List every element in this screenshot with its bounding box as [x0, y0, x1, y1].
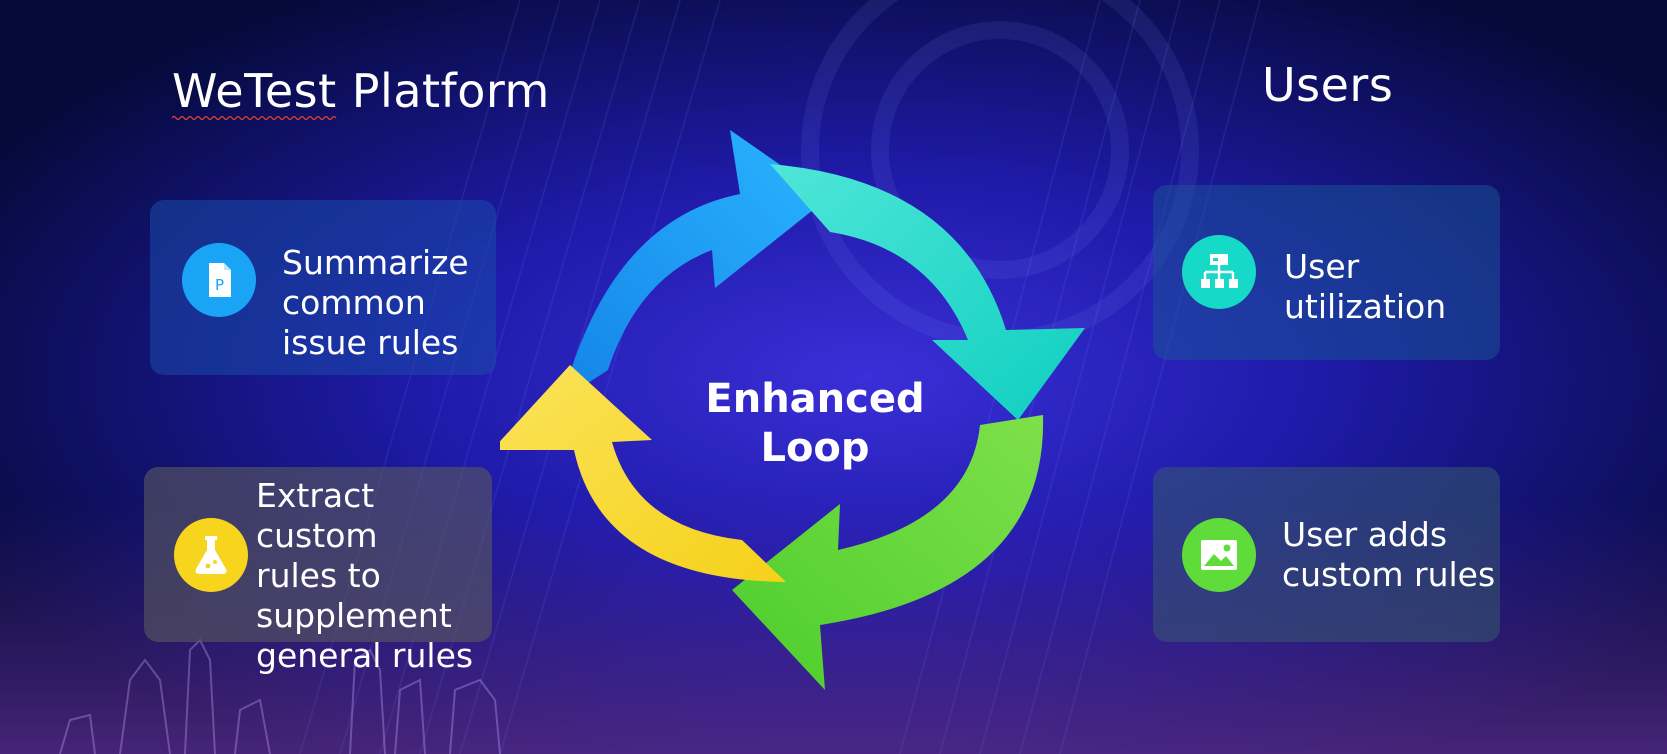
users-heading: Users [1262, 58, 1394, 112]
blue-arrow [562, 130, 828, 400]
extract-text: Extract custom rules to supplement gener… [256, 476, 474, 675]
image-icon [1182, 518, 1256, 592]
utilization-text: User utilization [1284, 247, 1447, 326]
flask-icon [174, 518, 248, 592]
summarize-text: Summarize common issue rules [282, 243, 469, 362]
org-chart-icon [1182, 235, 1256, 309]
document-icon: P [182, 243, 256, 317]
enhanced-loop-cycle [500, 130, 1085, 690]
green-arrow [732, 415, 1044, 690]
adds-text: User adds custom rules [1282, 515, 1496, 594]
svg-text:P: P [215, 276, 224, 294]
teal-arrow [770, 164, 1085, 420]
spellcheck-squiggle [172, 115, 337, 121]
wetest-platform-heading: WeTest Platform [172, 64, 550, 118]
yellow-arrow [500, 365, 786, 582]
enhanced-loop-label: Enhanced Loop [705, 376, 925, 471]
